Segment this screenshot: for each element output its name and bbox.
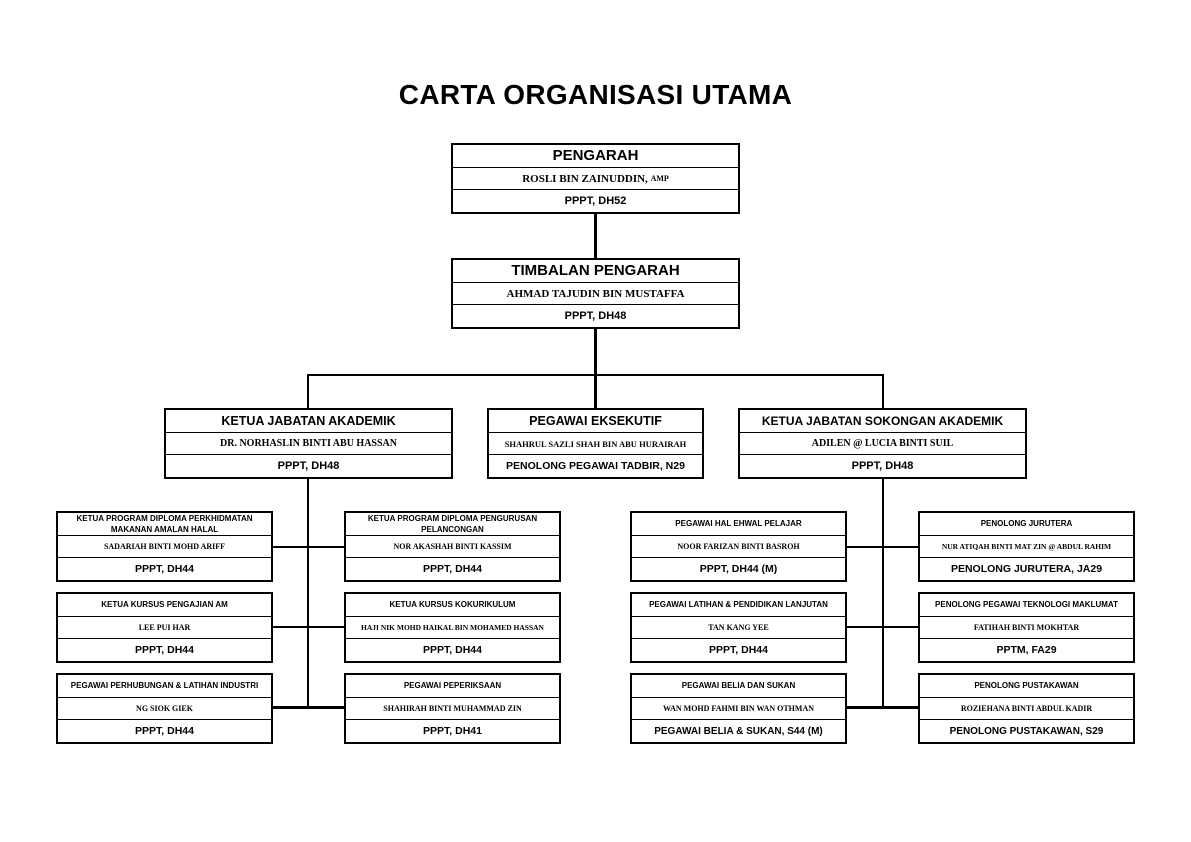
department-grade: PENOLONG PEGAWAI TADBIR, N29 bbox=[489, 454, 702, 477]
unit-grade: PPPT, DH44 bbox=[58, 638, 271, 661]
unit-title: PEGAWAI PEPERIKSAAN bbox=[403, 681, 502, 691]
unit-title: PEGAWAI PERHUBUNGAN & LATIHAN INDUSTRI bbox=[70, 681, 259, 691]
unit-box: KETUA KURSUS KOKURIKULUM HAJI NIK MOHD H… bbox=[344, 592, 561, 663]
connector-deputy-trunk bbox=[594, 327, 597, 409]
unit-name: NUR ATIQAH BINTI MAT ZIN @ ABDUL RAHIM bbox=[920, 534, 1133, 558]
unit-box: PEGAWAI PERHUBUNGAN & LATIHAN INDUSTRI N… bbox=[56, 673, 273, 744]
department-name: SHAHRUL SAZLI SHAH BIN ABU HURAIRAH bbox=[489, 431, 702, 455]
unit-title: KETUA KURSUS KOKURIKULUM bbox=[389, 600, 516, 610]
department-name: ADILEN @ LUCIA BINTI SUIL bbox=[740, 431, 1025, 455]
deputy-grade: PPPT, DH48 bbox=[453, 304, 738, 327]
unit-box: PENOLONG PEGAWAI TEKNOLOGI MAKLUMAT FATI… bbox=[918, 592, 1135, 663]
unit-title: PEGAWAI HAL EHWAL PELAJAR bbox=[675, 519, 802, 529]
department-title: KETUA JABATAN AKADEMIK bbox=[221, 413, 396, 428]
director-name-suffix: AMP bbox=[650, 174, 669, 183]
connector-drop-support bbox=[882, 374, 884, 410]
department-box-executive: PEGAWAI EKSEKUTIF SHAHRUL SAZLI SHAH BIN… bbox=[487, 408, 704, 479]
connector-department-bar bbox=[307, 374, 884, 376]
connector-drop-academic bbox=[307, 374, 309, 410]
unit-name: SADARIAH BINTI MOHD ARIFF bbox=[58, 534, 271, 558]
director-name-cell: ROSLI BIN ZAINUDDIN, AMP bbox=[453, 166, 738, 190]
unit-title: KETUA PROGRAM DIPLOMA PERKHIDMATAN MAKAN… bbox=[76, 513, 253, 534]
director-box: PENGARAH ROSLI BIN ZAINUDDIN, AMP PPPT, … bbox=[451, 143, 740, 214]
unit-grade: PENOLONG PUSTAKAWAN, S29 bbox=[920, 719, 1133, 742]
unit-title: PEGAWAI LATIHAN & PENDIDIKAN LANJUTAN bbox=[649, 600, 828, 610]
unit-title: KETUA PROGRAM DIPLOMA PENGURUSAN PELANCO… bbox=[367, 513, 538, 534]
unit-grade: PPTM, FA29 bbox=[920, 638, 1133, 661]
connector-academic-row1 bbox=[271, 546, 346, 548]
unit-title: PENOLONG JURUTERA bbox=[980, 519, 1073, 529]
unit-box: PENOLONG PUSTAKAWAN ROZIEHANA BINTI ABDU… bbox=[918, 673, 1135, 744]
deputy-title: TIMBALAN PENGARAH bbox=[511, 262, 680, 280]
connector-director-deputy bbox=[594, 212, 597, 260]
unit-grade: PPPT, DH44 bbox=[346, 638, 559, 661]
director-name: ROSLI BIN ZAINUDDIN, bbox=[522, 172, 648, 185]
unit-name: HAJI NIK MOHD HAIKAL BIN MOHAMED HASSAN bbox=[346, 615, 559, 639]
deputy-box: TIMBALAN PENGARAH AHMAD TAJUDIN BIN MUST… bbox=[451, 258, 740, 329]
unit-title: PEGAWAI BELIA DAN SUKAN bbox=[681, 681, 796, 691]
connector-academic-row2 bbox=[271, 626, 346, 628]
unit-name: ROZIEHANA BINTI ABDUL KADIR bbox=[920, 696, 1133, 720]
department-name: DR. NORHASLIN BINTI ABU HASSAN bbox=[166, 431, 451, 455]
director-title: PENGARAH bbox=[552, 147, 639, 165]
department-box-support: KETUA JABATAN SOKONGAN AKADEMIK ADILEN @… bbox=[738, 408, 1027, 479]
connector-support-trunk bbox=[882, 477, 884, 708]
connector-academic-trunk bbox=[307, 477, 309, 708]
deputy-name: AHMAD TAJUDIN BIN MUSTAFFA bbox=[453, 281, 738, 305]
unit-name: NOOR FARIZAN BINTI BASROH bbox=[632, 534, 845, 558]
unit-grade: PPPT, DH44 (M) bbox=[632, 557, 845, 580]
department-title: PEGAWAI EKSEKUTIF bbox=[529, 413, 662, 428]
unit-box: PEGAWAI PEPERIKSAAN SHAHIRAH BINTI MUHAM… bbox=[344, 673, 561, 744]
unit-grade: PPPT, DH44 bbox=[58, 719, 271, 742]
unit-grade: PENOLONG JURUTERA, JA29 bbox=[920, 557, 1133, 580]
unit-name: TAN KANG YEE bbox=[632, 615, 845, 639]
unit-title: PENOLONG PEGAWAI TEKNOLOGI MAKLUMAT bbox=[935, 600, 1118, 610]
unit-box: KETUA PROGRAM DIPLOMA PENGURUSAN PELANCO… bbox=[344, 511, 561, 582]
unit-grade: PPPT, DH41 bbox=[346, 719, 559, 742]
connector-support-row1 bbox=[845, 546, 920, 548]
department-grade: PPPT, DH48 bbox=[166, 454, 451, 477]
connector-academic-row3 bbox=[271, 706, 346, 709]
unit-name: WAN MOHD FAHMI BIN WAN OTHMAN bbox=[632, 696, 845, 720]
unit-box: PEGAWAI BELIA DAN SUKAN WAN MOHD FAHMI B… bbox=[630, 673, 847, 744]
unit-title: PENOLONG PUSTAKAWAN bbox=[974, 681, 1079, 691]
unit-grade: PPPT, DH44 bbox=[632, 638, 845, 661]
chart-title: CARTA ORGANISASI UTAMA bbox=[398, 79, 793, 110]
unit-box: KETUA KURSUS PENGAJIAN AM LEE PUI HAR PP… bbox=[56, 592, 273, 663]
unit-name: NOR AKASHAH BINTI KASSIM bbox=[346, 534, 559, 558]
unit-name: NG SIOK GIEK bbox=[58, 696, 271, 720]
connector-support-row2 bbox=[845, 626, 920, 628]
unit-grade: PEGAWAI BELIA & SUKAN, S44 (M) bbox=[632, 719, 845, 742]
department-box-academic: KETUA JABATAN AKADEMIK DR. NORHASLIN BIN… bbox=[164, 408, 453, 479]
unit-name: FATIHAH BINTI MOKHTAR bbox=[920, 615, 1133, 639]
unit-box: PEGAWAI LATIHAN & PENDIDIKAN LANJUTAN TA… bbox=[630, 592, 847, 663]
department-grade: PPPT, DH48 bbox=[740, 454, 1025, 477]
unit-box: PENOLONG JURUTERA NUR ATIQAH BINTI MAT Z… bbox=[918, 511, 1135, 582]
connector-support-row3 bbox=[845, 706, 920, 709]
unit-box: PEGAWAI HAL EHWAL PELAJAR NOOR FARIZAN B… bbox=[630, 511, 847, 582]
unit-grade: PPPT, DH44 bbox=[58, 557, 271, 580]
unit-title: KETUA KURSUS PENGAJIAN AM bbox=[101, 600, 228, 610]
unit-name: SHAHIRAH BINTI MUHAMMAD ZIN bbox=[346, 696, 559, 720]
department-title: KETUA JABATAN SOKONGAN AKADEMIK bbox=[761, 413, 1004, 428]
unit-grade: PPPT, DH44 bbox=[346, 557, 559, 580]
unit-name: LEE PUI HAR bbox=[58, 615, 271, 639]
director-grade: PPPT, DH52 bbox=[453, 189, 738, 212]
unit-box: KETUA PROGRAM DIPLOMA PERKHIDMATAN MAKAN… bbox=[56, 511, 273, 582]
